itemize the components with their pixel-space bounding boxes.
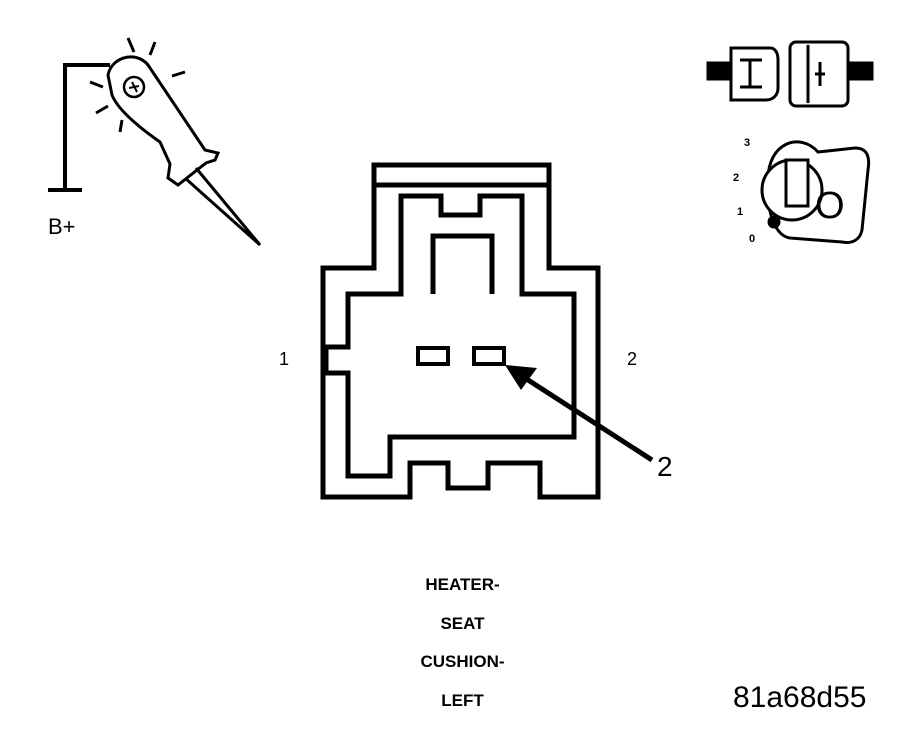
ignition-position-1: 1 <box>737 206 744 218</box>
pin-2-label: 2 <box>627 349 638 369</box>
callout-arrow <box>505 365 654 463</box>
callout-number: 2 <box>657 451 673 482</box>
test-light-probe-icon <box>48 37 262 247</box>
ignition-key-icon: O <box>760 140 871 244</box>
figure-id: 81a68d55 <box>733 681 867 714</box>
b-plus-label: B+ <box>48 214 76 239</box>
caption-line: LEFT <box>441 690 484 710</box>
caption-line: HEATER- <box>425 575 500 594</box>
caption-line: SEAT <box>440 613 485 633</box>
caption-line: CUSHION- <box>420 652 505 671</box>
ignition-position-0: 0 <box>749 233 756 245</box>
connector-face <box>320 162 601 500</box>
ignition-position-2: 2 <box>733 172 740 184</box>
pin-1-label: 1 <box>279 349 290 369</box>
svg-text:O: O <box>815 185 845 227</box>
connector-caption: HEATER- SEAT CUSHION- LEFT <box>370 566 555 720</box>
connector-disconnected-icon <box>706 40 874 108</box>
ignition-position-3: 3 <box>744 137 751 149</box>
